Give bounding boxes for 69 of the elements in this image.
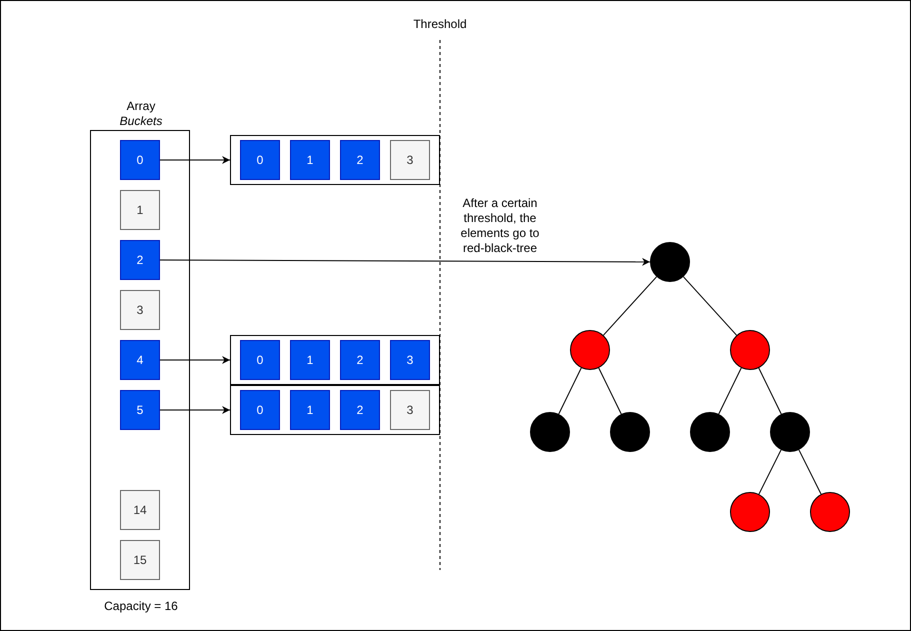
bucket-cell: [290, 390, 330, 430]
bucket-cell: [120, 390, 160, 430]
cell-index: 3: [406, 153, 414, 167]
arrow: [160, 156, 230, 164]
tree-link: [798, 449, 822, 495]
array-heading: Array: [126, 99, 156, 114]
tree-node-circle: [730, 492, 770, 532]
bucket-cell: [340, 140, 380, 180]
linked-list-box: [230, 385, 440, 435]
cell-index: 0: [256, 153, 264, 167]
cell-index: 2: [136, 253, 144, 267]
cell-index: 0: [256, 403, 264, 417]
tree-node-circle: [690, 412, 730, 452]
bucket-cell: [120, 240, 160, 280]
bucket-cell: [390, 140, 430, 180]
cell-index: 1: [306, 403, 314, 417]
cell-index: 3: [406, 403, 414, 417]
tree-node-circle: [610, 412, 650, 452]
tree-link: [602, 276, 658, 336]
cell-index: 2: [356, 353, 364, 367]
cell-index: 0: [256, 353, 264, 367]
cell-index: 0: [136, 153, 144, 167]
bucket-cell: [120, 290, 160, 330]
arrow: [160, 356, 230, 364]
bucket-cell: [340, 390, 380, 430]
threshold-label: Threshold: [412, 17, 468, 32]
bucket-cell: [240, 340, 280, 380]
arrow: [160, 406, 230, 414]
array-subheading: Buckets: [118, 114, 164, 129]
cell-index: 1: [136, 203, 144, 217]
bucket-cell: [120, 340, 160, 380]
bucket-cell: [340, 340, 380, 380]
arrow: [160, 258, 650, 266]
bucket-cell: [120, 140, 160, 180]
tree-node-circle: [810, 492, 850, 532]
capacity-caption: Capacity = 16: [103, 599, 179, 613]
bucket-cell: [290, 340, 330, 380]
tree-node-circle: [570, 330, 610, 370]
bucket-cell: [390, 340, 430, 380]
bucket-cell: [120, 490, 160, 530]
cell-index: 2: [356, 153, 364, 167]
linked-list-box: [230, 335, 440, 385]
tree-link: [758, 367, 782, 415]
tree-link: [758, 449, 782, 495]
bucket-cell: [240, 390, 280, 430]
tree-node-circle: [730, 330, 770, 370]
cell-index: 15: [133, 553, 147, 567]
cell-index: 1: [306, 353, 314, 367]
tree-link: [598, 367, 622, 415]
bucket-cell: [120, 190, 160, 230]
bucket-cell: [390, 390, 430, 430]
tree-link: [718, 367, 742, 415]
annotation-text: After a certain threshold, the elements go to red-black-tree: [460, 196, 540, 256]
cell-index: 5: [136, 403, 144, 417]
tree-link: [682, 276, 738, 336]
cell-index: 4: [136, 353, 144, 367]
tree-node-circle: [650, 242, 690, 282]
cell-index: 1: [306, 153, 314, 167]
linked-list-box: [230, 135, 440, 185]
bucket-cell: [290, 140, 330, 180]
cell-index: 3: [406, 353, 414, 367]
bucket-cell: [240, 140, 280, 180]
tree-link: [558, 367, 582, 415]
cell-index: 14: [133, 503, 147, 517]
tree-node-circle: [530, 412, 570, 452]
tree-node-circle: [770, 412, 810, 452]
cell-index: 2: [356, 403, 364, 417]
bucket-cell: [120, 540, 160, 580]
cell-index: 3: [136, 303, 144, 317]
